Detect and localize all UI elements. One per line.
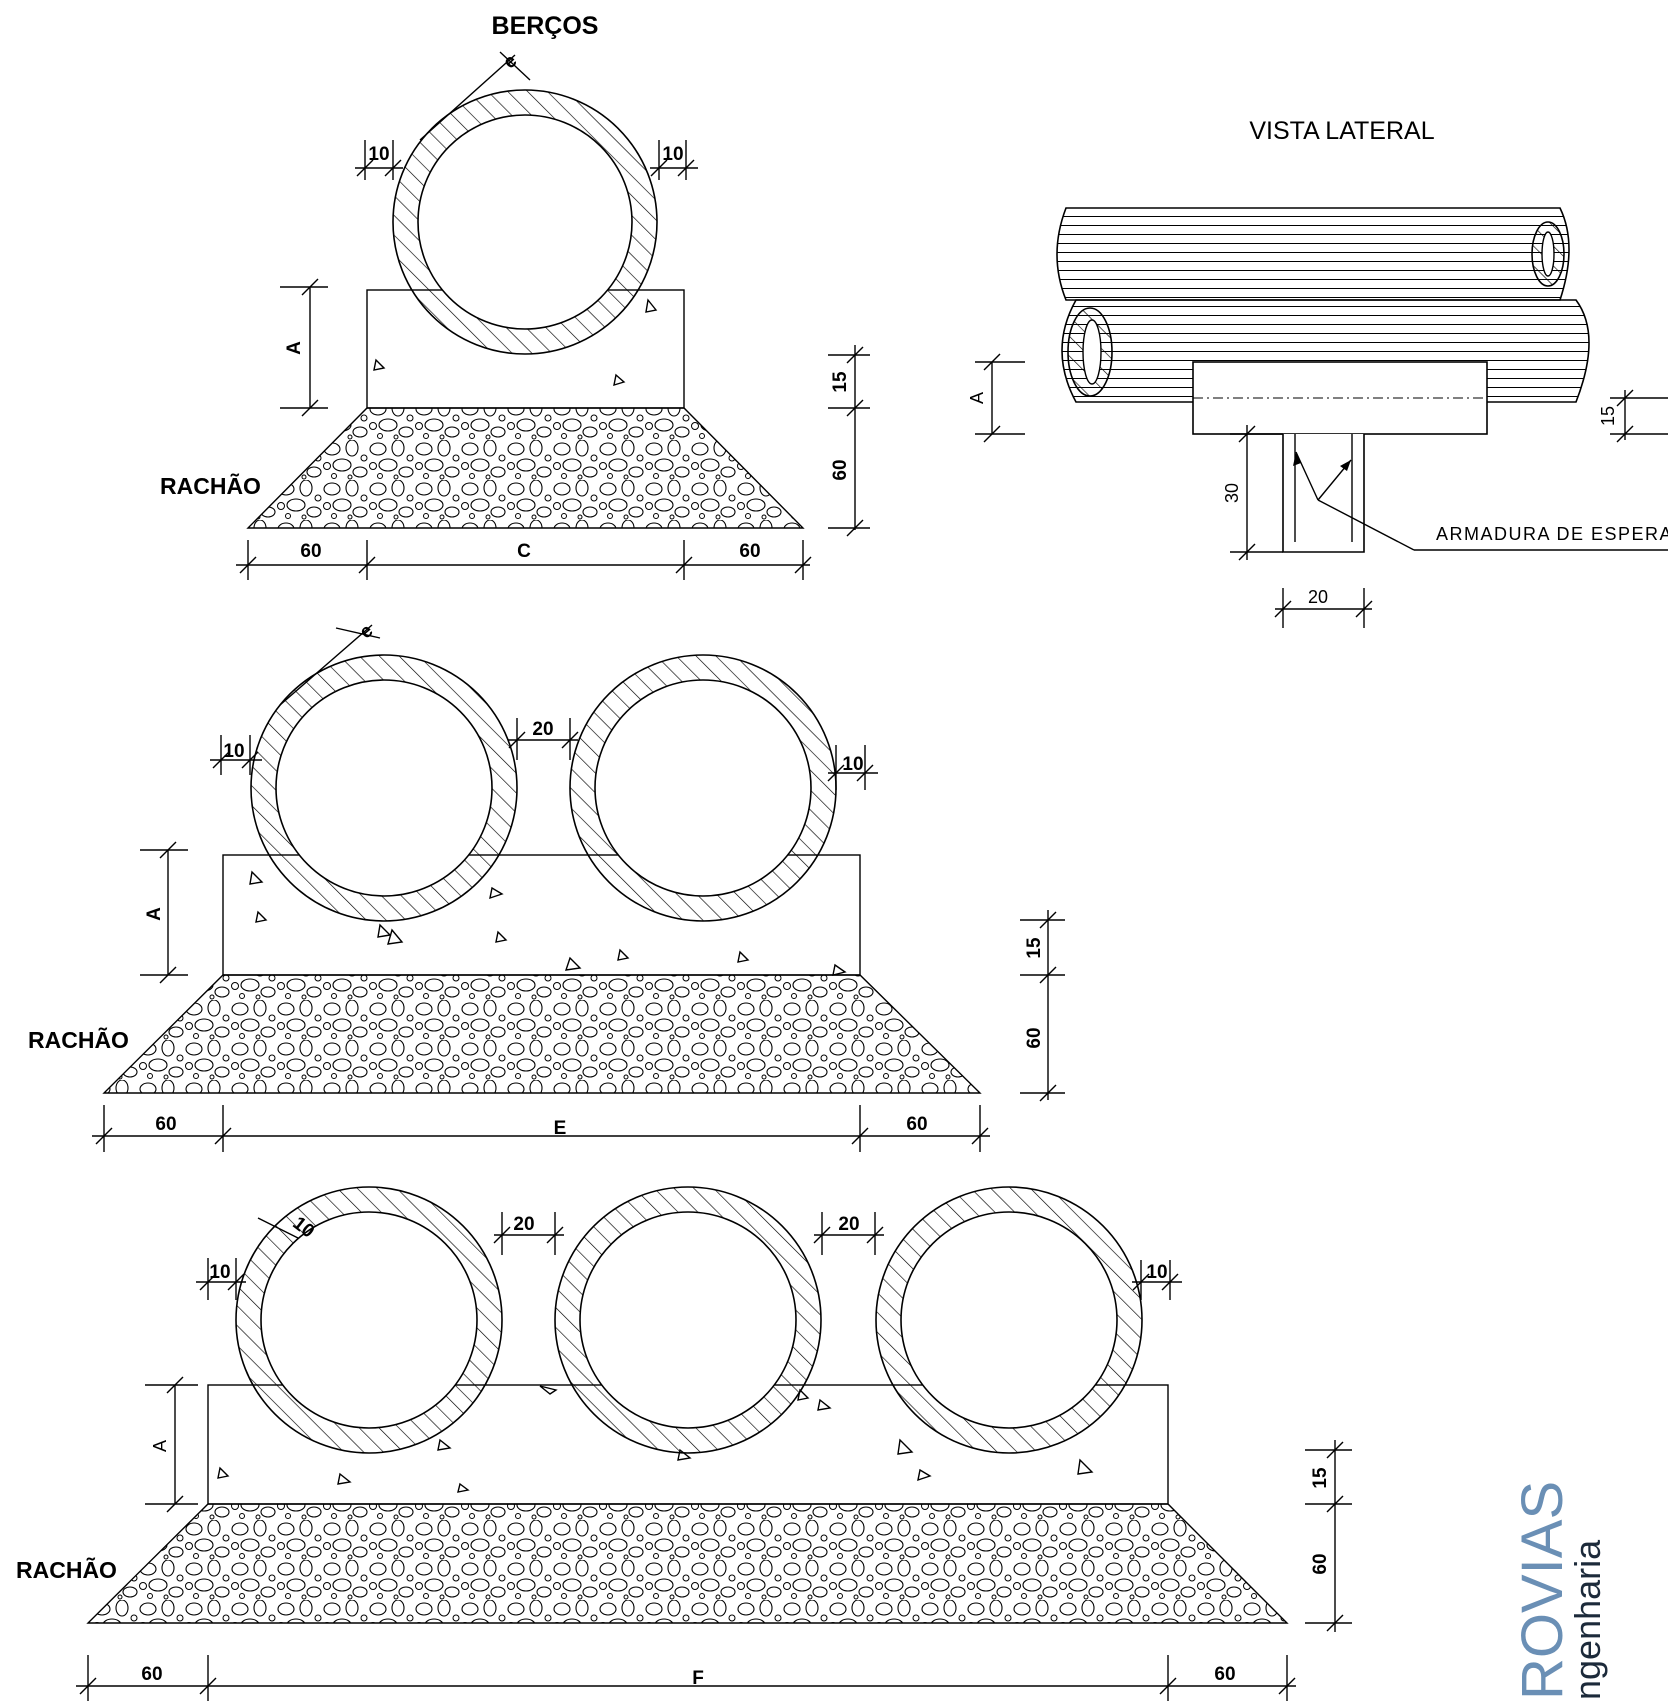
- pipe: [392, 89, 658, 355]
- dim-label-20-middle-2: 20: [532, 719, 553, 740]
- side-dim-label-15: 15: [1598, 406, 1618, 426]
- side-dim-20: [1274, 588, 1373, 628]
- dim-bottom-1: [236, 540, 812, 580]
- dim-10-right: [650, 140, 698, 180]
- company-logo: ROVIAS ngenharia: [1510, 1481, 1608, 1700]
- dim-label-a: A: [284, 341, 305, 355]
- dim-15-60-2: [1020, 910, 1065, 1102]
- pipe-right: [569, 654, 837, 922]
- figure-double-pipe: A 10 20 10: [28, 620, 1065, 1152]
- pipe-1: [235, 1186, 503, 1454]
- figure-triple-pipe: A 10 10 20 2: [16, 1186, 1352, 1701]
- pipe-2: [554, 1186, 822, 1454]
- dim-label-60-right-3: 60: [1214, 1664, 1235, 1685]
- dim-label-e-2: e: [356, 620, 378, 643]
- dim-10-right-3: [1132, 1260, 1182, 1300]
- logo-text-secondary: ngenharia: [1567, 1539, 1608, 1700]
- dim-label-10-right: 10: [662, 144, 683, 165]
- dim-label-60-vert-2: 60: [1024, 1027, 1045, 1048]
- dim-10-left: [355, 140, 403, 180]
- dim-label-20-middle-3b: 20: [838, 1214, 859, 1235]
- dim-10-left-2: [210, 735, 262, 775]
- concrete-aggregate: [373, 298, 658, 387]
- side-dim-label-a: A: [967, 392, 987, 404]
- dim-a-3: [145, 1376, 198, 1513]
- dim-label-20-middle-3a: 20: [513, 1214, 534, 1235]
- side-dim-30: [1230, 425, 1283, 561]
- dim-label-10-right-2: 10: [842, 754, 863, 775]
- title-bercos: BERÇOS: [492, 12, 599, 40]
- dim-a-2: [140, 841, 188, 984]
- label-armadura-de-espera: ARMADURA DE ESPERA: [1436, 524, 1668, 544]
- figure-side-view: ARMADURA DE ESPERA A 15 30: [967, 207, 1668, 628]
- dim-label-e-width-2: E: [554, 1118, 567, 1139]
- label-rachao-3: RACHÃO: [16, 1556, 117, 1583]
- dim-bottom-2: [92, 1105, 990, 1152]
- dim-15-60-3: [1305, 1440, 1352, 1632]
- dim-label-15: 15: [830, 371, 851, 393]
- dim-10-right-2: [827, 745, 878, 790]
- dim-label-60-right: 60: [739, 541, 760, 562]
- dim-label-60-vert-3: 60: [1310, 1553, 1331, 1574]
- dim-label-60-right-2: 60: [906, 1114, 927, 1135]
- side-dim-label-20: 20: [1308, 587, 1328, 607]
- dim-label-60-left-2: 60: [155, 1114, 176, 1135]
- side-dim-label-30: 30: [1222, 483, 1242, 503]
- dim-label-60-left-3: 60: [141, 1664, 162, 1685]
- dim-label-f-width-3: F: [692, 1668, 704, 1689]
- dim-20-middle-3a: [493, 1212, 564, 1255]
- label-rachao-1: RACHÃO: [160, 472, 261, 499]
- dim-15-60: [828, 345, 870, 537]
- dim-a: [280, 278, 328, 417]
- dim-label-c: C: [517, 541, 531, 562]
- dim-label-a-3: A: [150, 1440, 170, 1452]
- dim-label-15-2: 15: [1024, 937, 1045, 959]
- dim-e-2: [279, 624, 381, 706]
- rachao-gravel-bed-2: [102, 974, 982, 1094]
- dim-label-e: e: [499, 51, 521, 74]
- rachao-gravel-bed: [246, 407, 805, 529]
- pipe-left: [250, 654, 518, 922]
- dim-label-a-2: A: [144, 907, 165, 921]
- pipe-3: [875, 1186, 1143, 1454]
- side-dim-15: [1610, 389, 1668, 443]
- dim-e: [419, 51, 531, 141]
- concrete-aggregate-3: [217, 1385, 1094, 1493]
- side-dim-a: [975, 353, 1025, 443]
- dim-20-middle-3b: [813, 1212, 884, 1255]
- side-pipe-upper: [1056, 207, 1570, 301]
- label-rachao-2: RACHÃO: [28, 1026, 129, 1053]
- figure-single-pipe: A 10 10 e: [160, 51, 870, 580]
- dim-20-middle-2: [508, 718, 579, 760]
- dim-label-60-vert: 60: [830, 459, 851, 480]
- dim-10-wall-3: [257, 1217, 299, 1239]
- concrete-aggregate-2: [249, 870, 847, 976]
- rachao-gravel-bed-3: [86, 1503, 1289, 1624]
- dim-label-10-left-3: 10: [209, 1262, 230, 1283]
- dim-label-10-left-2: 10: [223, 741, 244, 762]
- dim-10-left-3: [196, 1258, 246, 1300]
- logo-text-primary: ROVIAS: [1510, 1481, 1575, 1700]
- title-vista-lateral: VISTA LATERAL: [1249, 117, 1434, 145]
- dim-label-10-right-3: 10: [1146, 1262, 1167, 1283]
- dim-label-15-3: 15: [1310, 1467, 1331, 1489]
- dim-label-10-left: 10: [368, 144, 389, 165]
- dim-bottom-3: [76, 1655, 1296, 1701]
- dim-label-60-left: 60: [300, 541, 321, 562]
